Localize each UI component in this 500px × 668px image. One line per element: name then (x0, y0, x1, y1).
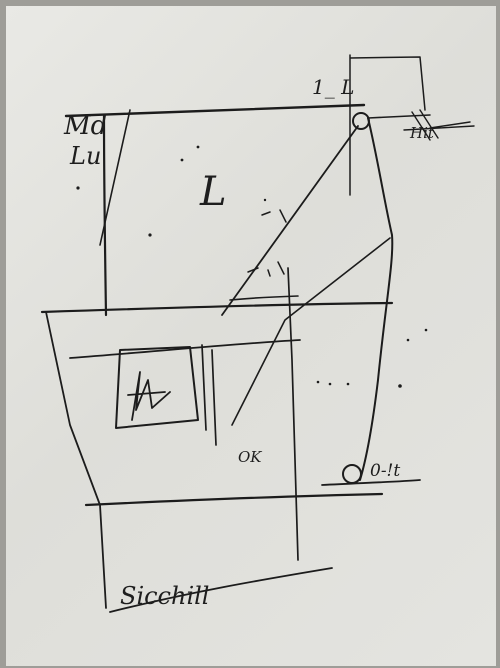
label-letter-L: L (199, 169, 227, 215)
top-right-hatch (403, 109, 475, 141)
top-circle (352, 112, 370, 130)
lower-bottom-line (84, 492, 384, 507)
tick-marks-middle (247, 209, 287, 277)
left-vertical-line (102, 114, 108, 317)
label-bottom-signature: Sicchill (120, 582, 209, 610)
inner-vertical-line-2 (211, 349, 217, 446)
middle-short-line (229, 295, 299, 301)
lower-vertical-line (287, 267, 299, 561)
diagonal-left-small (99, 109, 131, 246)
right-lower-line (321, 479, 421, 486)
top-right-bracket (349, 54, 426, 196)
label-scribble-top-left: Md (63, 111, 107, 141)
inner-box-scribble (127, 371, 171, 421)
top-line (64, 103, 366, 118)
bottom-right-circle (342, 464, 362, 484)
inner-vertical-line-1 (201, 344, 207, 431)
top-right-stub (367, 114, 431, 119)
right-vertical-line (359, 117, 394, 481)
lower-left-slanted-line (45, 311, 107, 609)
diagonal-main (221, 125, 359, 316)
diagonal-secondary (231, 237, 391, 426)
inner-box (115, 346, 199, 429)
scattered-dots (76, 145, 428, 388)
label-mark-right-near-circle: Hit (409, 124, 435, 142)
label-mark-top-right: 1_ L (312, 75, 354, 99)
middle-line (40, 301, 394, 314)
label-scribble-left: Lu (69, 142, 101, 170)
label-ok-note: OK (238, 448, 262, 466)
signature-baseline (109, 567, 333, 613)
label-mark-right-lower: 0-!t (370, 461, 400, 481)
lower-inner-top-line (69, 339, 301, 359)
